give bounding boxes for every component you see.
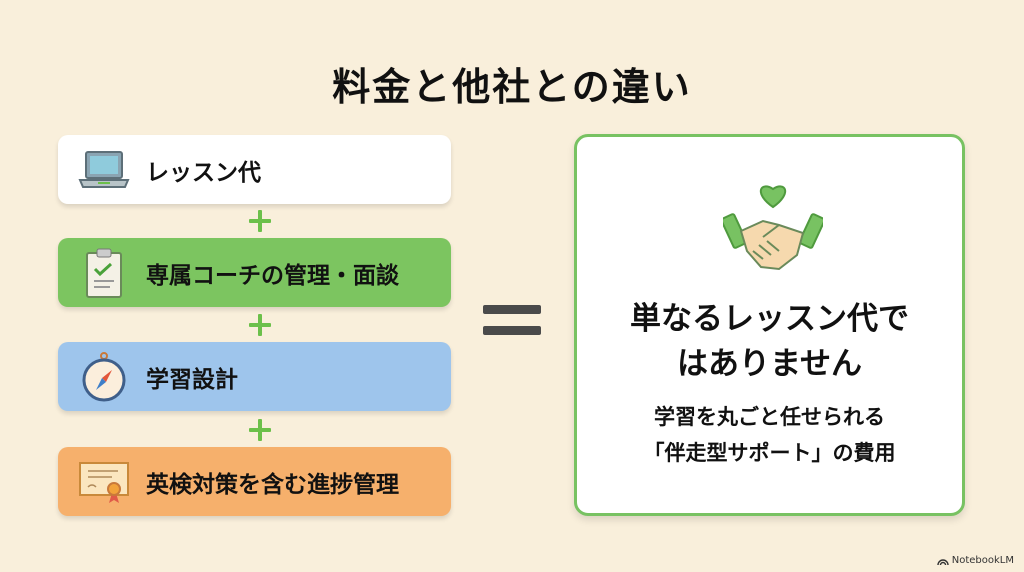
brand-label: NotebookLM bbox=[951, 555, 1014, 566]
result-headline-line2: はありません bbox=[676, 346, 863, 382]
plus-icon bbox=[249, 314, 271, 336]
laptop-icon bbox=[78, 144, 130, 196]
item-progress-management: 英検対策を含む進捗管理 bbox=[58, 447, 451, 516]
item-label: 専属コーチの管理・面談 bbox=[146, 262, 399, 289]
result-sub-line1: 学習を丸ごと任せられる bbox=[654, 405, 885, 429]
result-card: 単なるレッスン代で はありません 学習を丸ごと任せられる 「伴走型サポート」の費… bbox=[574, 134, 965, 516]
result-sub-line2: 「伴走型サポート」の費用 bbox=[643, 441, 896, 465]
certificate-icon bbox=[78, 456, 130, 508]
handshake-heart-icon bbox=[723, 185, 823, 271]
item-coach-management: 専属コーチの管理・面談 bbox=[58, 238, 451, 307]
plus-icon bbox=[249, 419, 271, 441]
item-lesson-fee: レッスン代 bbox=[58, 135, 451, 204]
item-label: レッスン代 bbox=[146, 159, 261, 186]
item-label: 学習設計 bbox=[146, 366, 238, 393]
page-title: 料金と他社との違い bbox=[332, 65, 692, 109]
compass-icon bbox=[78, 351, 130, 403]
item-learning-design: 学習設計 bbox=[58, 342, 451, 411]
plus-icon bbox=[249, 210, 271, 232]
result-headline-line1: 単なるレッスン代で bbox=[630, 301, 909, 337]
brand-watermark: NotebookLM bbox=[937, 555, 1014, 566]
notebooklm-logo-icon bbox=[937, 558, 949, 565]
item-label: 英検対策を含む進捗管理 bbox=[146, 471, 399, 498]
clipboard-check-icon bbox=[78, 247, 130, 299]
